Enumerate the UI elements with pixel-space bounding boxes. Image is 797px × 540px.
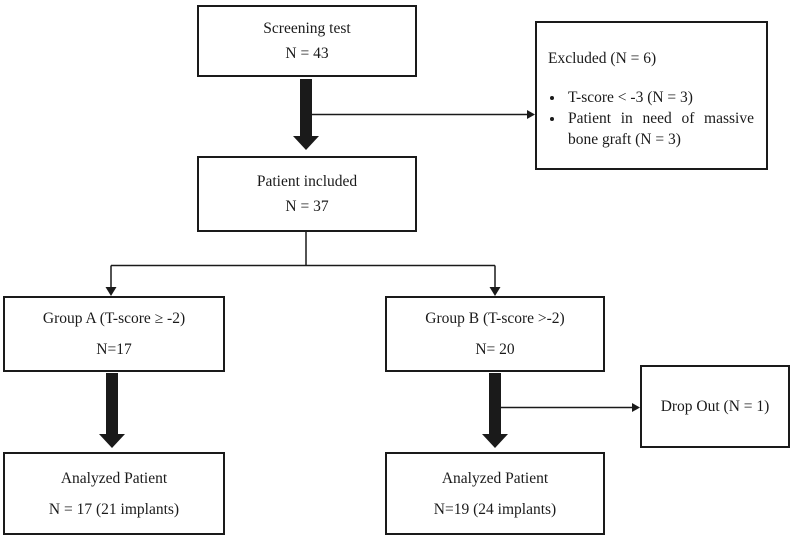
analyzed-b-count: N=19 (24 implants) — [433, 500, 557, 518]
screening-box: Screening test N = 43 — [197, 5, 417, 77]
excluded-reason: Patient in need of massive bone graft (N… — [565, 108, 754, 150]
included-label: Patient included — [256, 173, 358, 190]
excluded-title: Excluded (N = 6) — [548, 50, 657, 67]
group-b-count: N= 20 — [475, 341, 515, 358]
analyzed-a-label: Analyzed Patient — [60, 469, 168, 487]
excluded-reason-list: T-score < -3 (N = 3) Patient in need of … — [548, 87, 754, 150]
analyzed-a-count: N = 17 (21 implants) — [48, 500, 180, 518]
branch-included-to-groups — [105, 232, 501, 296]
arrow-screening-to-included — [293, 79, 319, 150]
included-count: N = 37 — [285, 198, 329, 215]
dropout-label: Drop Out (N = 1) — [660, 398, 770, 415]
arrow-groupa-to-analyzeda — [99, 373, 125, 448]
screening-label: Screening test — [263, 20, 351, 37]
analyzed-a-box: Analyzed Patient N = 17 (21 implants) — [3, 452, 225, 535]
group-a-count: N=17 — [96, 341, 132, 358]
arrow-to-excluded — [310, 110, 535, 119]
arrow-to-dropout — [499, 403, 640, 412]
excluded-reason: T-score < -3 (N = 3) — [565, 87, 754, 108]
group-a-box: Group A (T-score ≥ -2) N=17 — [3, 296, 225, 372]
screening-count: N = 43 — [285, 45, 329, 62]
group-b-label: Group B (T-score >-2) — [425, 310, 565, 327]
excluded-box: Excluded (N = 6) T-score < -3 (N = 3) Pa… — [535, 21, 768, 170]
analyzed-b-box: Analyzed Patient N=19 (24 implants) — [385, 452, 605, 535]
dropout-box: Drop Out (N = 1) — [640, 365, 790, 448]
group-a-label: Group A (T-score ≥ -2) — [42, 310, 186, 327]
group-b-box: Group B (T-score >-2) N= 20 — [385, 296, 605, 372]
included-box: Patient included N = 37 — [197, 156, 417, 232]
arrow-groupb-to-analyzedb — [482, 373, 508, 448]
analyzed-b-label: Analyzed Patient — [441, 469, 549, 487]
